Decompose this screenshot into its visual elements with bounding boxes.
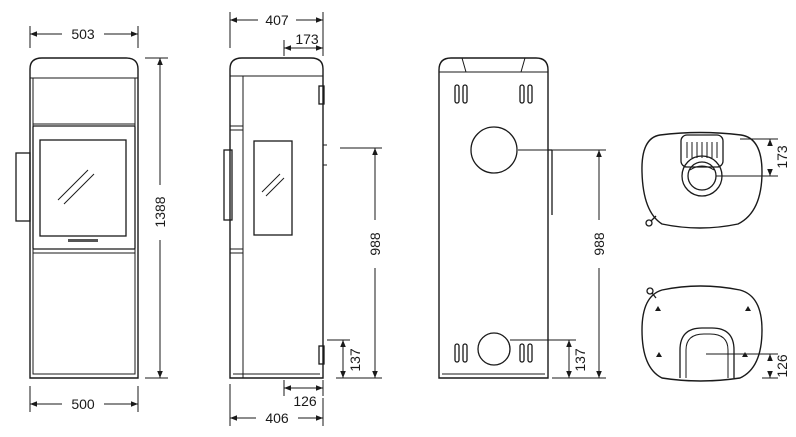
side-body-outline (229, 57, 324, 379)
rear-air-inlet (477, 332, 511, 366)
side-top-offset-label: 173 (295, 31, 319, 47)
rear-vent-ul-1 (454, 84, 460, 104)
front-air-control (68, 239, 98, 242)
rear-vent-ll-2 (462, 343, 468, 363)
side-glass-window (253, 140, 293, 236)
top-view-leveling-foot (645, 219, 653, 227)
side-top-depth-dimension: 407 (229, 12, 324, 56)
bottom-view-outline (641, 285, 763, 382)
side-bottom-offset-dimension: 126 (283, 380, 324, 409)
bottom-view-offset-dimension: 126 (706, 353, 790, 379)
top-view-offset-label: 173 (774, 145, 790, 169)
front-view (15, 57, 139, 379)
front-height-dimension: 1388 (145, 57, 168, 379)
front-glass-window (39, 139, 127, 237)
top-view-outline (641, 131, 763, 229)
bottom-view-fixing-tr (745, 306, 751, 311)
rear-vent-lr-1 (519, 343, 525, 363)
rear-inlet-height-dimension: 137 (510, 339, 588, 378)
rear-outlet-height-dimension: 988 (518, 149, 607, 379)
top-view-grille (680, 134, 724, 168)
front-bottom-width-dimension: 500 (29, 386, 139, 412)
side-bottom-depth-dimension: 406 (229, 384, 324, 426)
rear-top-cap-detail (461, 57, 526, 73)
rear-body-outline (438, 57, 549, 379)
side-lower-vent (318, 345, 325, 365)
front-top-width-dimension: 503 (29, 26, 139, 48)
front-height-label: 1388 (152, 196, 168, 227)
side-outlet-height-label: 988 (367, 232, 383, 256)
side-bottom-offset-label: 126 (293, 393, 317, 409)
top-view-offset-dimension: 173 (716, 138, 790, 177)
rear-flue-outlet (470, 126, 518, 174)
front-lower-panel (32, 252, 136, 375)
side-top-offset-dimension: 173 (283, 31, 323, 56)
rear-inlet-height-label: 137 (572, 348, 588, 372)
rear-vent-lr-2 (527, 343, 533, 363)
front-upper-panel (32, 77, 136, 125)
side-top-depth-label: 407 (265, 12, 289, 28)
bottom-view-ash-opening (679, 327, 735, 378)
rear-vent-ur-2 (527, 84, 533, 104)
front-top-width-label: 503 (71, 26, 95, 42)
front-body-outline (29, 57, 139, 379)
front-door-handle (15, 152, 31, 222)
bottom-view-offset-label: 126 (774, 354, 790, 378)
bottom-view-fixing-tl (655, 306, 661, 311)
rear-vent-ur-1 (519, 84, 525, 104)
front-glass-reflection-1 (57, 169, 89, 201)
side-inlet-height-label: 137 (347, 348, 363, 372)
front-bottom-width-label: 500 (71, 396, 95, 412)
rear-view (438, 57, 553, 379)
side-bottom-depth-label: 406 (265, 410, 289, 426)
side-outlet-height-dimension: 988 (336, 147, 383, 379)
side-view (223, 57, 327, 379)
front-door (32, 125, 136, 250)
bottom-view (641, 285, 763, 382)
front-glass-reflection-2 (63, 173, 95, 205)
top-view (641, 131, 763, 229)
rear-vent-ul-2 (462, 84, 468, 104)
rear-vent-ll-1 (454, 343, 460, 363)
rear-outlet-height-label: 988 (591, 232, 607, 256)
side-door-handle (223, 149, 233, 221)
side-inlet-height-dimension: 137 (327, 339, 363, 378)
bottom-view-fixing-bl (656, 352, 662, 357)
side-upper-vent (318, 85, 325, 105)
bottom-view-leveling-foot (646, 287, 654, 295)
